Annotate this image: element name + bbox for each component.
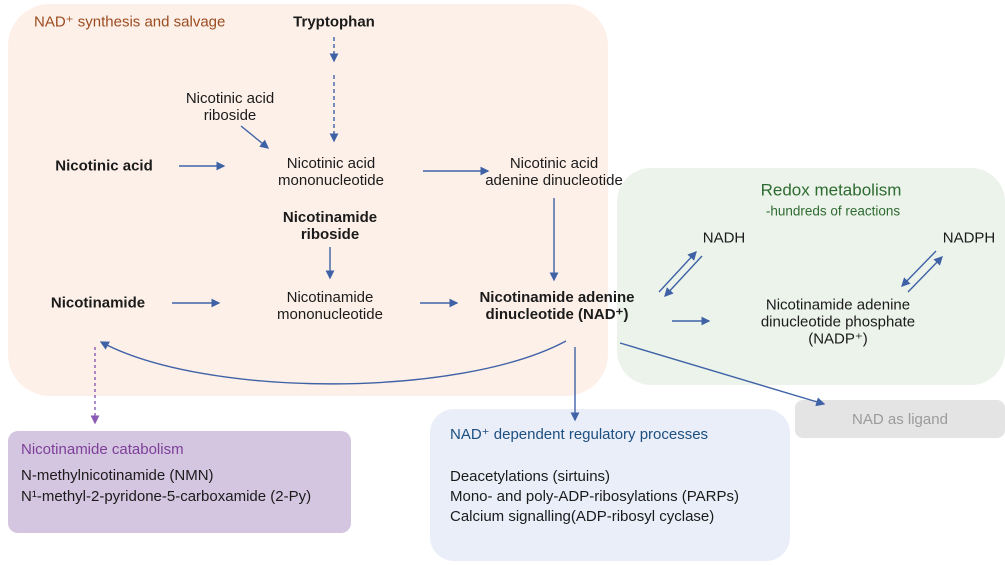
- node-nicotinic-acid-adenine-dinucleotide: Nicotinic acid adenine dinucleotide: [485, 155, 623, 189]
- synthesis-title: NAD⁺ synthesis and salvage: [34, 13, 226, 31]
- node-nadp: Nicotinamide adenine dinucleotide phosph…: [760, 296, 916, 348]
- catabolism-item: N¹-methyl-2-pyridone-5-carboxamide (2-Py…: [21, 488, 312, 505]
- node-nadh: NADH: [702, 229, 746, 247]
- arrow-nad-to-nadh: [658, 250, 697, 293]
- node-nad: Nicotinamide adenine dinucleotide (NAD⁺): [479, 289, 635, 323]
- redox-subtitle: -hundreds of reactions: [765, 203, 901, 219]
- panel-nicotinamide-catabolism: Nicotinamide catabolism N-methylnicotina…: [8, 431, 351, 533]
- regulatory-item: Deacetylations (sirtuins): [450, 468, 611, 485]
- node-nadph: NADPH: [942, 229, 996, 247]
- node-nicotinamide-riboside: Nicotinamide riboside: [282, 209, 378, 243]
- node-nicotinic-acid-mononucleotide: Nicotinic acid mononucleotide: [278, 155, 384, 189]
- regulatory-list: Deacetylations (sirtuins) Mono- and poly…: [450, 467, 770, 527]
- regulatory-item: Mono- and poly-ADP-ribosylations (PARPs): [450, 488, 739, 505]
- panel-nad-regulatory-processes: NAD⁺ dependent regulatory processes Deac…: [430, 409, 790, 561]
- panel-nad-synthesis-salvage: [8, 4, 608, 396]
- node-nicotinic-acid: Nicotinic acid: [55, 157, 153, 175]
- arrow-nicotinic-acid-riboside-to-mononucleotide: [240, 125, 270, 149]
- regulatory-item: Calcium signalling(ADP-ribosyl cyclase): [450, 508, 715, 525]
- catabolism-item: N-methylnicotinamide (NMN): [21, 467, 214, 484]
- node-nicotinic-acid-riboside: Nicotinic acid riboside: [185, 90, 275, 124]
- panel-nad-as-ligand: NAD as ligand: [795, 400, 1005, 438]
- arrow-nad-to-ligand: [619, 342, 826, 407]
- arrow-nad-salvage-to-nicotinamide: [99, 340, 567, 385]
- arrow-nadp-to-nadph: [907, 256, 943, 293]
- arrow-nadph-to-nadp: [901, 250, 937, 287]
- panel-redox-metabolism: [617, 168, 1005, 385]
- regulatory-title: NAD⁺ dependent regulatory processes: [450, 426, 709, 443]
- nad-as-ligand-label: NAD as ligand: [852, 410, 948, 428]
- arrow-nadh-to-nad: [664, 255, 703, 298]
- catabolism-title: Nicotinamide catabolism: [21, 441, 184, 458]
- redox-title: Redox metabolism: [760, 180, 902, 200]
- node-tryptophan: Tryptophan: [293, 13, 375, 31]
- node-nicotinamide-mononucleotide: Nicotinamide mononucleotide: [277, 289, 383, 323]
- node-nicotinamide: Nicotinamide: [50, 294, 146, 312]
